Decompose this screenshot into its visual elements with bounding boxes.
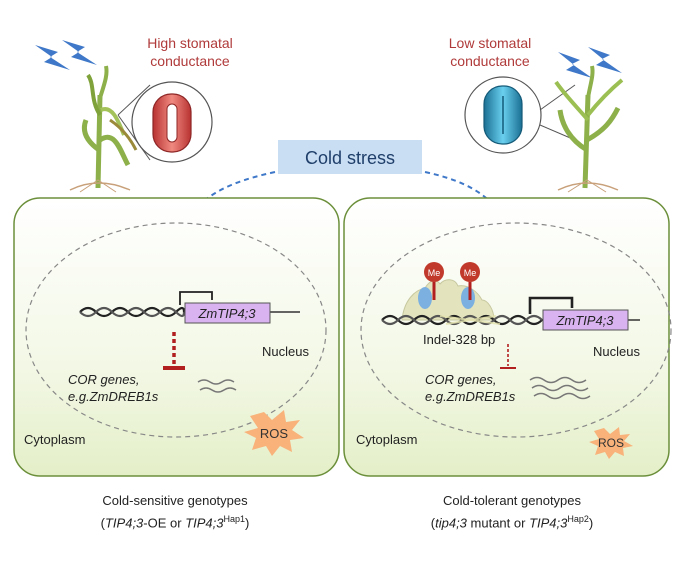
cold-lightning-icon [35,40,97,70]
right-promoter-arrow [528,296,574,314]
left-cor-line2: e.g.ZmDREB1s [68,389,159,404]
right-nucleus-outline [360,222,672,438]
left-nucleus-label: Nucleus [262,344,309,359]
cold-stress-box [278,140,422,174]
zoom-line-top [117,84,151,116]
right-stomata-label-line2: conductance [450,53,530,69]
left-cytoplasm-label: Cytoplasm [24,432,85,447]
open-stomata-icon [152,93,192,153]
right-mrna-icon [529,376,591,400]
left-cor-line1: COR genes, [68,372,140,387]
right-cold-lightning-icon [558,47,622,78]
right-nucleus-label: Nucleus [593,344,640,359]
right-cytoplasm-label: Cytoplasm [356,432,417,447]
left-promoter-arrow [179,291,213,305]
right-gene-box [542,309,629,331]
right-cor-line2: e.g.ZmDREB1s [425,389,516,404]
right-zoom-line-top [539,84,576,111]
zoom-line-bottom [117,114,151,161]
left-gene-label: ZmTIP4;3 [197,306,256,321]
left-nucleus-outline [25,222,327,438]
left-ros-burst-icon [244,410,304,456]
closed-stomata-icon [483,85,523,145]
left-caption-line1: Cold-sensitive genotypes [102,493,248,508]
right-caption-line1: Cold-tolerant genotypes [442,493,582,508]
methyl-label-2: Me [464,268,477,278]
right-caption-line2: (tip4;3 mutant or TIP4;3Hap2) [430,514,594,531]
indel-label: Indel-328 bp [423,332,495,347]
left-ros-label: ROS [260,426,289,441]
right-caption: Cold-tolerant genotypes (tip4;3 mutant o… [362,492,662,532]
methyl-mark-1: Me [424,262,444,300]
right-cor-line1: COR genes, [425,372,497,387]
left-caption-line2: (TIP4;3-OE or TIP4;3Hap1) [100,514,250,531]
left-caption: Cold-sensitive genotypes (TIP4;3-OE or T… [25,492,325,532]
right-ros-burst-icon [589,427,633,459]
right-ros-label: ROS [598,436,624,450]
left-gene-box [184,302,271,324]
left-mrna-icon [197,379,237,393]
left-stomata-label-line1: High stomatal [147,35,233,51]
cold-stress-label: Cold stress [305,148,395,168]
wilted-maize-plant-icon [69,65,138,193]
methyl-label-1: Me [428,268,441,278]
healthy-maize-plant-icon [554,65,624,193]
right-gene-label: ZmTIP4;3 [555,313,614,328]
right-stomata-label-line1: Low stomatal [449,35,531,51]
left-stomata-label-line2: conductance [150,53,230,69]
methyl-mark-2: Me [460,262,480,300]
left-cell [13,197,340,477]
